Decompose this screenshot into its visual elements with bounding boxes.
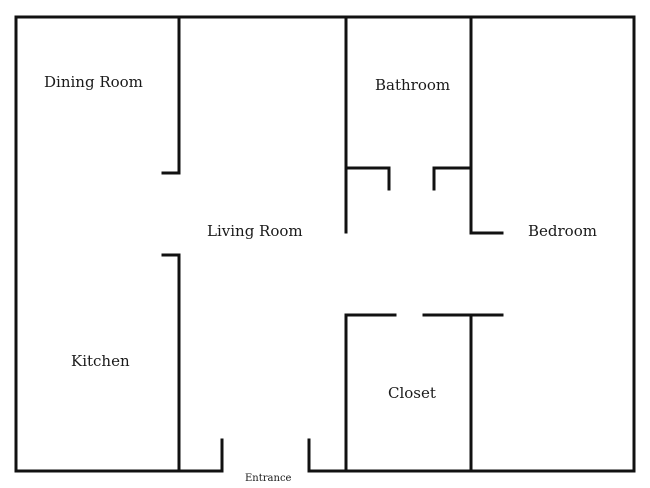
outer-wall: [14, 15, 636, 473]
closet-left-wall: [344, 313, 397, 473]
closet-label: Closet: [388, 384, 436, 402]
kitchen-wall: [161, 253, 181, 473]
living-room-label: Living Room: [207, 222, 303, 240]
bathroom-door-right: [432, 166, 473, 191]
dining-room-wall: [161, 15, 181, 175]
bedroom-label: Bedroom: [528, 222, 597, 240]
kitchen-label: Kitchen: [71, 352, 130, 370]
bedroom-left-wall: [469, 15, 504, 235]
dining-room-label: Dining Room: [44, 73, 143, 91]
bathroom-label: Bathroom: [375, 76, 450, 94]
bathroom-door-left: [344, 166, 391, 191]
entrance-label: Entrance: [245, 473, 292, 484]
